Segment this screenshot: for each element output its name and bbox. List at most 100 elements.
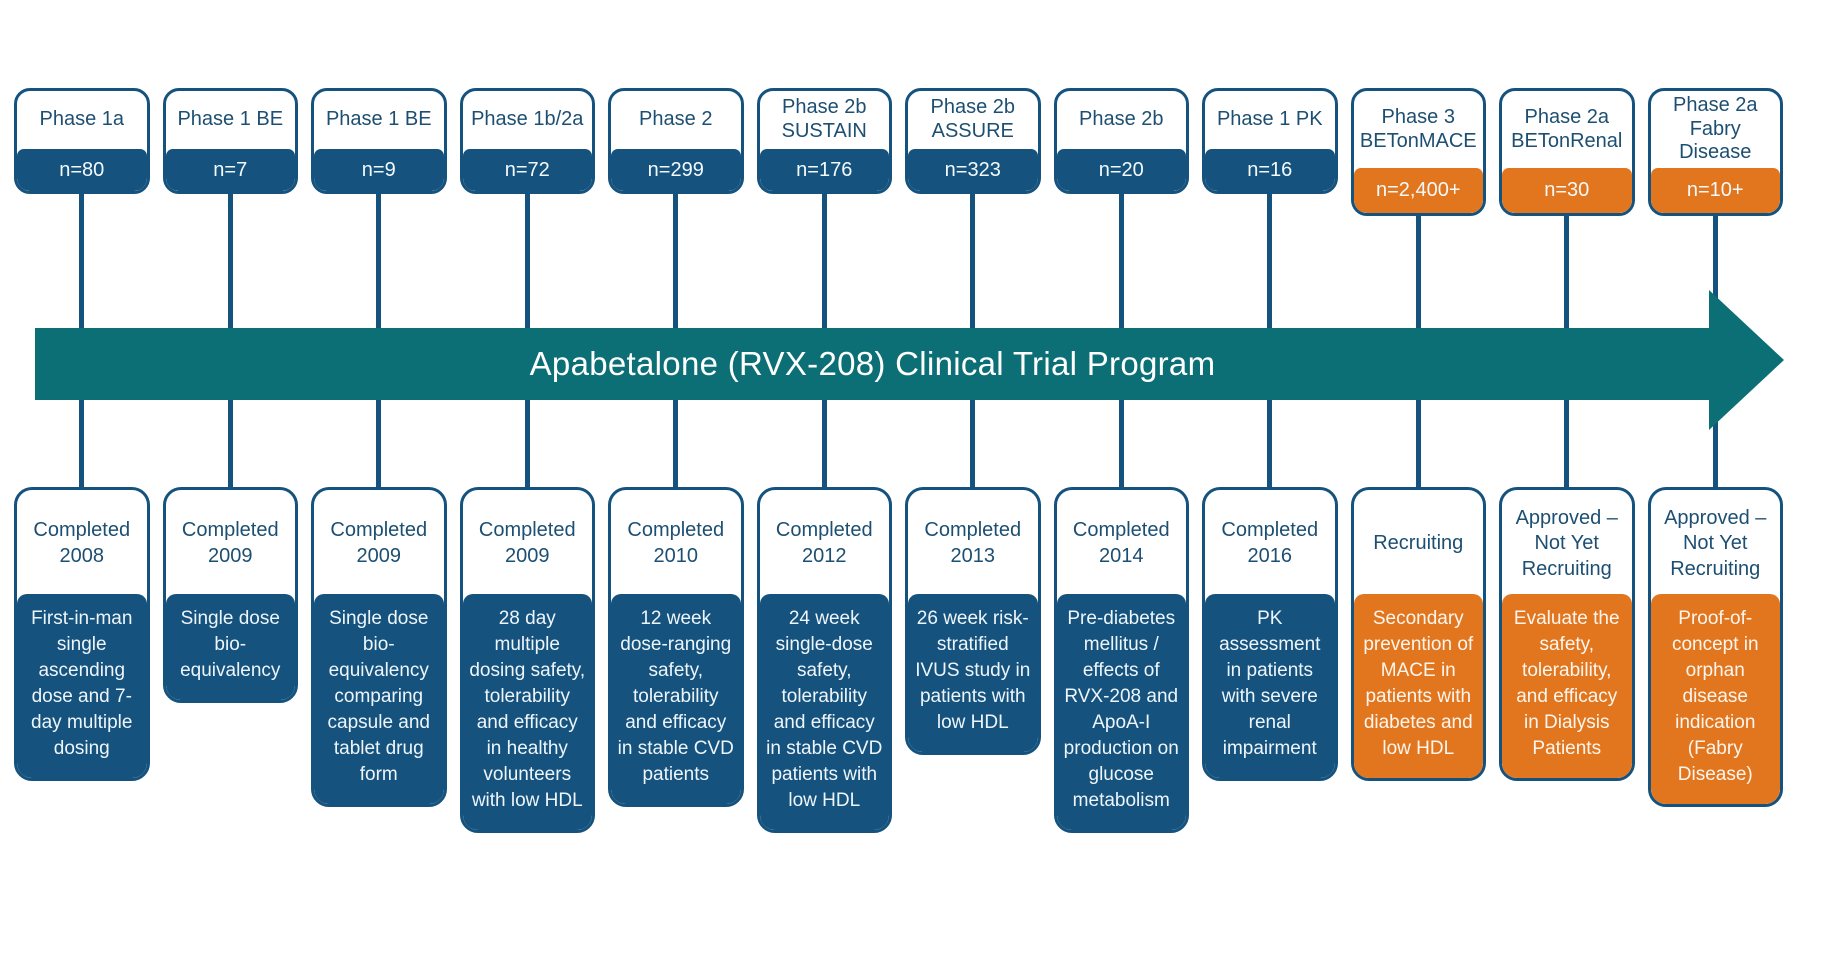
status-box: Approved – Not Yet Recruiting Evaluate t… bbox=[1499, 487, 1635, 781]
status-box: Completed 2009 Single dose bio-equivalen… bbox=[163, 487, 299, 703]
phase-label: Phase 2a BETonRenal bbox=[1502, 91, 1632, 168]
enrollment-band: n=9 bbox=[314, 149, 444, 191]
trial-description: First-in-man single ascending dose and 7… bbox=[17, 594, 147, 778]
enrollment-band: n=10+ bbox=[1651, 168, 1781, 213]
trial-column-top: Phase 1 BE n=9 bbox=[311, 88, 447, 216]
trial-description: Proof-of-concept in orphan disease indic… bbox=[1651, 594, 1781, 804]
enrollment-band: n=176 bbox=[760, 149, 890, 191]
status-box: Completed 2012 24 week single-dose safet… bbox=[757, 487, 893, 833]
phase-box: Phase 2b SUSTAIN n=176 bbox=[757, 88, 893, 194]
trial-column-bottom: Completed 2014 Pre-diabetes mellitus / e… bbox=[1054, 487, 1190, 833]
banner-arrow-icon bbox=[1709, 290, 1784, 430]
enrollment-band: n=80 bbox=[17, 149, 147, 191]
timeline-banner: Apabetalone (RVX-208) Clinical Trial Pro… bbox=[35, 328, 1710, 400]
enrollment-band: n=30 bbox=[1502, 168, 1632, 213]
trial-description: PK assessment in patients with severe re… bbox=[1205, 594, 1335, 778]
trial-column-top: Phase 1 BE n=7 bbox=[163, 88, 299, 216]
trial-column-bottom: Completed 2012 24 week single-dose safet… bbox=[757, 487, 893, 833]
status-box: Completed 2009 Single dose bio-equivalen… bbox=[311, 487, 447, 807]
trial-column-bottom: Completed 2009 28 day multiple dosing sa… bbox=[460, 487, 596, 833]
phase-label: Phase 2 bbox=[611, 91, 741, 149]
trial-column-top: Phase 2b n=20 bbox=[1054, 88, 1190, 216]
phase-box: Phase 1 BE n=7 bbox=[163, 88, 299, 194]
status-label: Completed 2013 bbox=[908, 490, 1038, 594]
enrollment-band: n=323 bbox=[908, 149, 1038, 191]
banner-title: Apabetalone (RVX-208) Clinical Trial Pro… bbox=[530, 345, 1216, 383]
trial-description: 12 week dose-ranging safety, tolerabilit… bbox=[611, 594, 741, 804]
enrollment-band: n=16 bbox=[1205, 149, 1335, 191]
trial-description: Pre-diabetes mellitus / effects of RVX-2… bbox=[1057, 594, 1187, 830]
status-row: Completed 2008 First-in-man single ascen… bbox=[14, 487, 1783, 833]
status-label: Completed 2016 bbox=[1205, 490, 1335, 594]
phase-label: Phase 2a Fabry Disease bbox=[1651, 91, 1781, 168]
phase-box: Phase 1 BE n=9 bbox=[311, 88, 447, 194]
phase-box: Phase 2 n=299 bbox=[608, 88, 744, 194]
phase-label: Phase 1a bbox=[17, 91, 147, 149]
status-box: Completed 2008 First-in-man single ascen… bbox=[14, 487, 150, 781]
status-box: Completed 2010 12 week dose-ranging safe… bbox=[608, 487, 744, 807]
trial-column-bottom: Approved – Not Yet Recruiting Proof-of-c… bbox=[1648, 487, 1784, 807]
phase-label: Phase 2b ASSURE bbox=[908, 91, 1038, 149]
enrollment-band: n=72 bbox=[463, 149, 593, 191]
trial-column-bottom: Recruiting Secondary prevention of MACE … bbox=[1351, 487, 1487, 781]
trial-description: 24 week single-dose safety, tolerability… bbox=[760, 594, 890, 830]
status-box: Completed 2013 26 week risk-stratified I… bbox=[905, 487, 1041, 755]
status-label: Completed 2014 bbox=[1057, 490, 1187, 594]
status-label: Completed 2008 bbox=[17, 490, 147, 594]
status-label: Completed 2010 bbox=[611, 490, 741, 594]
phase-label: Phase 2b bbox=[1057, 91, 1187, 149]
phase-label: Phase 2b SUSTAIN bbox=[760, 91, 890, 149]
trial-column-bottom: Completed 2010 12 week dose-ranging safe… bbox=[608, 487, 744, 807]
status-box: Approved – Not Yet Recruiting Proof-of-c… bbox=[1648, 487, 1784, 807]
status-label: Completed 2012 bbox=[760, 490, 890, 594]
phase-row: Phase 1a n=80 Phase 1 BE n=7 Phase 1 BE … bbox=[14, 88, 1783, 216]
phase-box: Phase 2b ASSURE n=323 bbox=[905, 88, 1041, 194]
trial-column-top: Phase 1a n=80 bbox=[14, 88, 150, 216]
status-box: Completed 2009 28 day multiple dosing sa… bbox=[460, 487, 596, 833]
trial-column-bottom: Completed 2016 PK assessment in patients… bbox=[1202, 487, 1338, 781]
trial-column-top: Phase 1 PK n=16 bbox=[1202, 88, 1338, 216]
status-label: Completed 2009 bbox=[314, 490, 444, 594]
phase-box: Phase 3 BETonMACE n=2,400+ bbox=[1351, 88, 1487, 216]
status-label: Recruiting bbox=[1354, 490, 1484, 594]
trial-description: Secondary prevention of MACE in patients… bbox=[1354, 594, 1484, 778]
trial-column-bottom: Completed 2008 First-in-man single ascen… bbox=[14, 487, 150, 781]
status-label: Approved – Not Yet Recruiting bbox=[1651, 490, 1781, 594]
trial-column-top: Phase 2b ASSURE n=323 bbox=[905, 88, 1041, 216]
phase-box: Phase 1 PK n=16 bbox=[1202, 88, 1338, 194]
trial-column-top: Phase 3 BETonMACE n=2,400+ bbox=[1351, 88, 1487, 216]
phase-box: Phase 2a Fabry Disease n=10+ bbox=[1648, 88, 1784, 216]
status-box: Recruiting Secondary prevention of MACE … bbox=[1351, 487, 1487, 781]
trial-column-bottom: Completed 2009 Single dose bio-equivalen… bbox=[163, 487, 299, 703]
phase-label: Phase 1 PK bbox=[1205, 91, 1335, 149]
phase-box: Phase 2b n=20 bbox=[1054, 88, 1190, 194]
enrollment-band: n=2,400+ bbox=[1354, 168, 1484, 213]
status-box: Completed 2016 PK assessment in patients… bbox=[1202, 487, 1338, 781]
enrollment-band: n=299 bbox=[611, 149, 741, 191]
trial-column-top: Phase 2 n=299 bbox=[608, 88, 744, 216]
trial-description: Single dose bio-equivalency comparing ca… bbox=[314, 594, 444, 804]
trial-column-top: Phase 2a BETonRenal n=30 bbox=[1499, 88, 1635, 216]
trial-description: Single dose bio-equivalency bbox=[166, 594, 296, 700]
trial-description: Evaluate the safety, tolerability, and e… bbox=[1502, 594, 1632, 778]
phase-label: Phase 3 BETonMACE bbox=[1354, 91, 1484, 168]
phase-label: Phase 1b/2a bbox=[463, 91, 593, 149]
enrollment-band: n=7 bbox=[166, 149, 296, 191]
phase-label: Phase 1 BE bbox=[166, 91, 296, 149]
trial-column-bottom: Completed 2013 26 week risk-stratified I… bbox=[905, 487, 1041, 755]
status-label: Completed 2009 bbox=[463, 490, 593, 594]
trial-column-top: Phase 1b/2a n=72 bbox=[460, 88, 596, 216]
phase-label: Phase 1 BE bbox=[314, 91, 444, 149]
phase-box: Phase 1b/2a n=72 bbox=[460, 88, 596, 194]
status-box: Completed 2014 Pre-diabetes mellitus / e… bbox=[1054, 487, 1190, 833]
trial-column-top: Phase 2b SUSTAIN n=176 bbox=[757, 88, 893, 216]
trial-column-top: Phase 2a Fabry Disease n=10+ bbox=[1648, 88, 1784, 216]
status-label: Completed 2009 bbox=[166, 490, 296, 594]
phase-box: Phase 1a n=80 bbox=[14, 88, 150, 194]
trial-column-bottom: Completed 2009 Single dose bio-equivalen… bbox=[311, 487, 447, 807]
enrollment-band: n=20 bbox=[1057, 149, 1187, 191]
trial-column-bottom: Approved – Not Yet Recruiting Evaluate t… bbox=[1499, 487, 1635, 781]
status-label: Approved – Not Yet Recruiting bbox=[1502, 490, 1632, 594]
trial-description: 28 day multiple dosing safety, tolerabil… bbox=[463, 594, 593, 830]
